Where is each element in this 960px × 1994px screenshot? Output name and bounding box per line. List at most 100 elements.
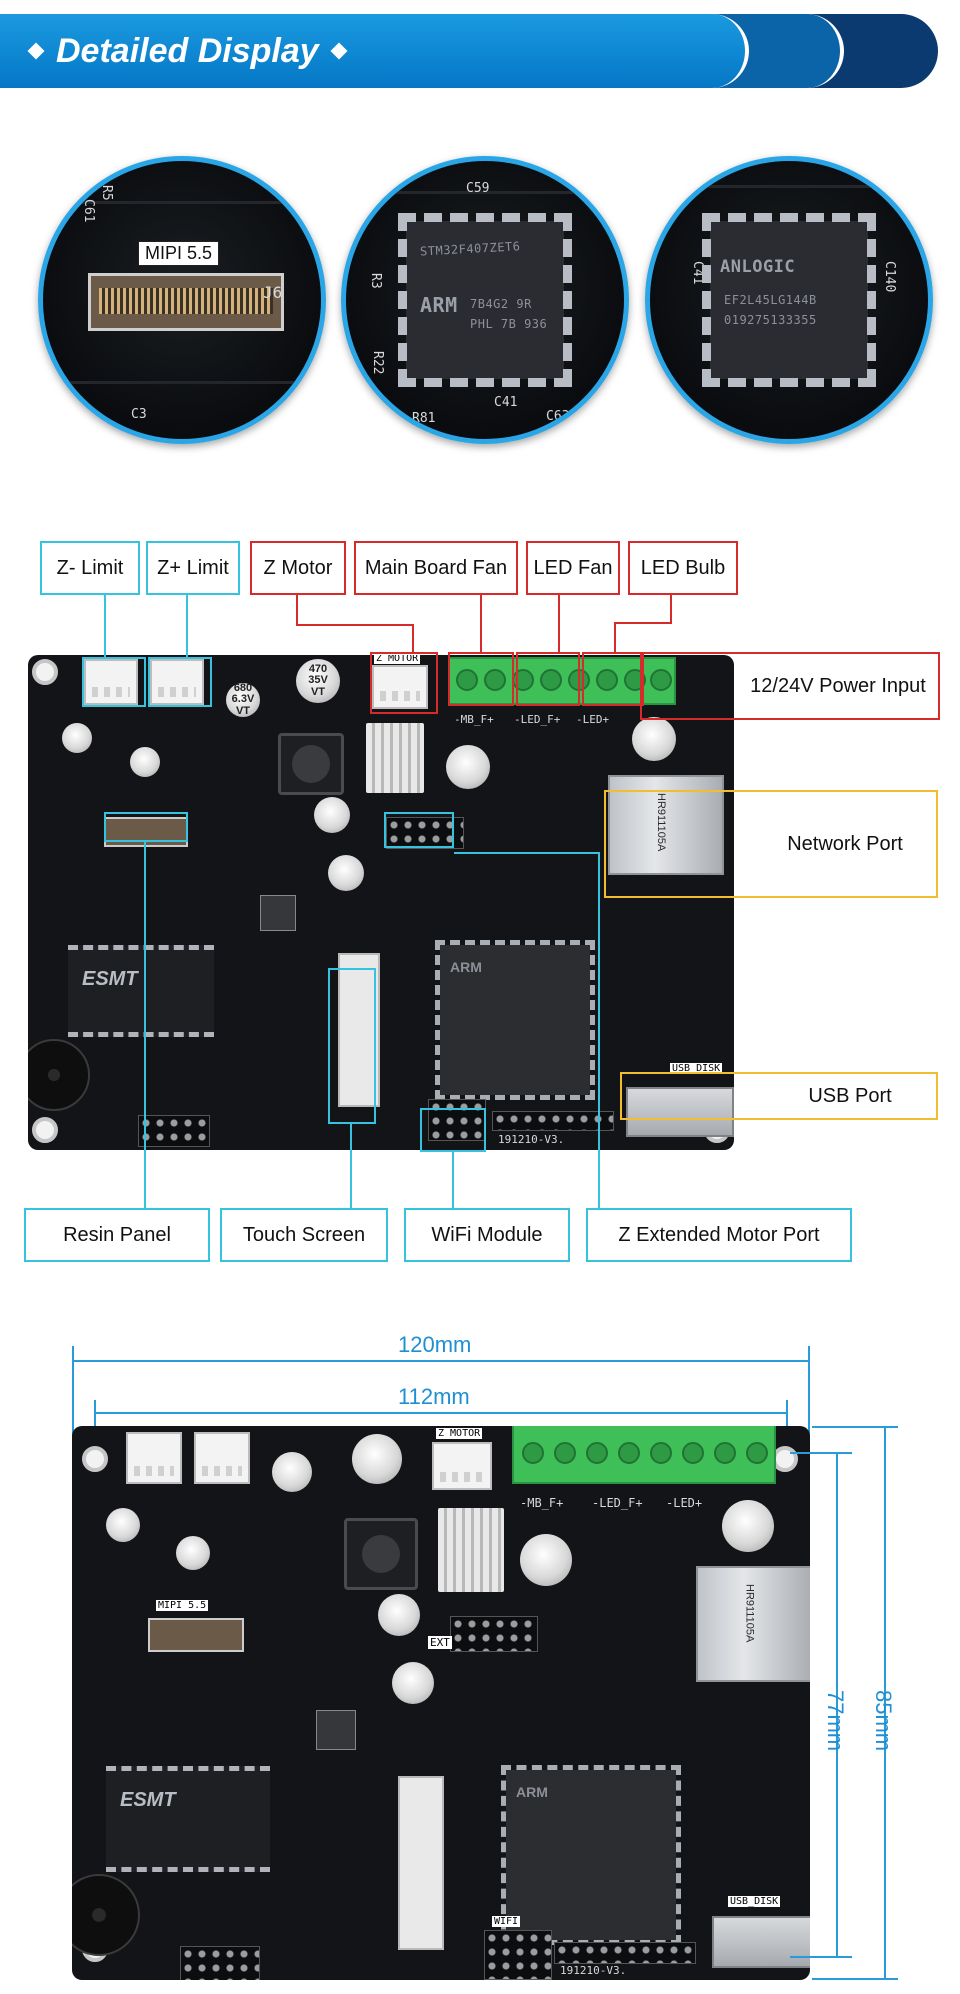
dimension-tick: [790, 1452, 852, 1454]
silk-label: -LED_F+: [514, 713, 561, 726]
cap-text: 470 35V VT: [308, 662, 328, 698]
eth-part: HR911105A: [654, 793, 667, 852]
dimension-line: [884, 1426, 886, 1980]
sdram-chip: ESMT: [68, 945, 214, 1037]
z-minus-limit-highlight: [82, 657, 146, 707]
power-inductor: [344, 1518, 418, 1590]
leader-line: [480, 594, 482, 652]
capacitor: 680 6.3V VT: [226, 682, 260, 717]
power-input-highlight: [640, 652, 940, 720]
capacitor: [722, 1500, 774, 1552]
silk-label: C3: [131, 407, 147, 422]
heatsink: [366, 723, 424, 793]
silk-label: R5: [99, 185, 114, 201]
capacitor: [392, 1662, 434, 1704]
chip-marking: EF2L45LG144B: [724, 293, 817, 307]
stm32-mcu-chip: STM32F407ZET6 ARM 7B4G2 9R PHL 7B 936: [398, 213, 572, 387]
leader-line: [144, 842, 146, 1208]
capacitor: [106, 1508, 140, 1542]
z-motor-connector: [432, 1442, 492, 1490]
dimensioned-mainboard: Z MOTOR -MB_F+ -LED_F+ -LED+ HR911105A M…: [72, 1426, 810, 1980]
silk-label: C63: [546, 409, 570, 424]
leader-line: [598, 852, 600, 1208]
dimension-tick: [72, 1346, 74, 1436]
mounting-hole: [32, 659, 58, 685]
wifi-header: [484, 1930, 552, 1980]
usb-port: [712, 1916, 810, 1968]
dimension-width-inner: 112mm: [398, 1384, 470, 1409]
leader-line: [104, 594, 106, 658]
callout-main-board-fan: Main Board Fan: [354, 541, 518, 595]
callout-z-minus-limit: Z- Limit: [40, 541, 140, 595]
silk-label: R81: [412, 411, 436, 426]
silk-label: -LED+: [666, 1496, 703, 1510]
silk-label: WIFI: [492, 1916, 521, 1927]
ext-header: [386, 817, 464, 849]
silk-label: Z MOTOR: [374, 655, 421, 664]
buzzer: [28, 1039, 90, 1111]
capacitor: [520, 1534, 572, 1586]
crystal-oscillator: [260, 895, 296, 931]
dram-brand: ESMT: [82, 968, 138, 990]
z-minus-limit-connector: [126, 1432, 182, 1484]
capacitor: [272, 1452, 312, 1492]
capacitor: [632, 717, 676, 761]
mipi-connector: [104, 817, 188, 847]
dimension-line: [72, 1360, 810, 1362]
ethernet-jack: HR911105A: [696, 1566, 810, 1682]
leader-line: [296, 594, 298, 626]
silk-label: -LED+: [576, 713, 610, 726]
callout-resin-panel: Resin Panel: [24, 1208, 210, 1262]
mcu-brand: ARM: [450, 959, 482, 975]
dimension-width-outer: 120mm: [398, 1332, 472, 1357]
callout-z-plus-limit: Z+ Limit: [146, 541, 240, 595]
silk-label: -LED_F+: [592, 1496, 643, 1510]
closeup-fpga-chip: C41 C140 ANLOGIC EF2L45LG144B 0192751333…: [645, 156, 933, 444]
wifi-header: [428, 1099, 486, 1141]
capacitor: [62, 723, 92, 753]
dram-brand: ESMT: [120, 1789, 176, 1811]
silk-label: USB_DISK: [670, 1063, 723, 1074]
power-inductor: [278, 733, 344, 795]
silk-label: C140: [882, 261, 897, 293]
ext-header: [450, 1616, 538, 1652]
sdram-chip: ESMT: [106, 1766, 270, 1872]
silk-label: -MB_F+: [520, 1496, 564, 1510]
pcb-trace: [650, 185, 928, 188]
pcb-trace: [43, 201, 321, 204]
closeup-mcu-chip: R3 C59 R22 C41 C63 R81 STM32F407ZET6 ARM…: [341, 156, 629, 444]
z-plus-limit-connector: [150, 659, 204, 705]
leader-line: [558, 594, 560, 652]
z-plus-limit-highlight: [148, 657, 212, 707]
banner-main: [0, 14, 749, 88]
jtag-header: [180, 1946, 260, 1980]
callout-power-input: 12/24V Power Input: [740, 664, 936, 708]
silk-label: MIPI 5.5: [156, 1600, 209, 1611]
z-motor-connector: [372, 665, 428, 709]
leader-line: [350, 1124, 352, 1208]
stm32-mcu: ARM: [435, 940, 595, 1100]
mipi-connector: [88, 273, 284, 331]
touch-ffc-connector: [398, 1776, 444, 1950]
silk-label: Z MOTOR: [436, 1428, 483, 1439]
silk-label: 191210-V3.: [498, 1133, 565, 1146]
dimension-tick: [808, 1346, 810, 1436]
mipi-connector: [148, 1618, 244, 1652]
silk-label: -MB_F+: [454, 713, 494, 726]
silk-label: C41: [690, 261, 705, 285]
z-extended-motor-highlight: [384, 812, 454, 848]
dimension-tick: [94, 1400, 96, 1440]
mounting-hole: [82, 1446, 108, 1472]
eth-part: HR911105A: [743, 1584, 756, 1643]
resin-panel-highlight: [104, 812, 188, 842]
dimension-tick: [786, 1400, 788, 1440]
main-board-fan-highlight: [448, 652, 514, 706]
z-plus-limit-connector: [194, 1432, 250, 1484]
capacitor: [446, 745, 490, 789]
pcb-trace: [366, 191, 606, 194]
stm32-mcu: ARM: [501, 1765, 681, 1945]
network-port-highlight: [604, 790, 938, 898]
chip-marking: 019275133355: [724, 313, 817, 327]
pcb-trace: [43, 381, 321, 384]
silk-label: USB_DISK: [728, 1896, 781, 1907]
